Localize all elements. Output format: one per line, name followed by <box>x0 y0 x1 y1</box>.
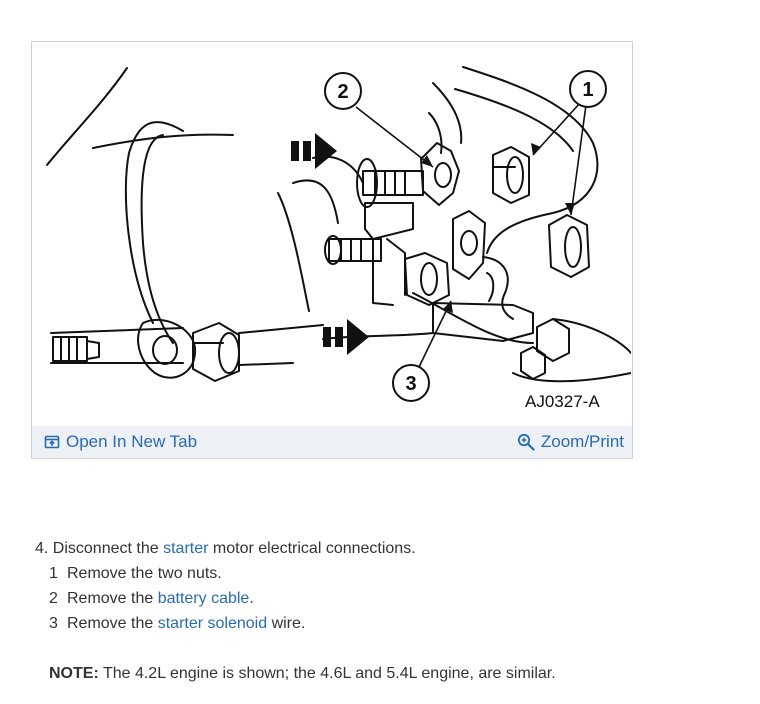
sub-step-text: Remove the <box>67 615 154 632</box>
sub-step-3: 3 Remove the starter solenoid wire. <box>49 611 735 636</box>
step-text-pre: Disconnect the <box>52 540 159 557</box>
sub-step-2: 2 Remove the battery cable. <box>49 586 735 611</box>
sub-step-text: Remove the <box>67 590 154 607</box>
instructions: 4. Disconnect the starter motor electric… <box>35 536 735 686</box>
step-4: 4. Disconnect the starter motor electric… <box>35 536 735 561</box>
callout-3-circle <box>392 364 430 402</box>
callout-2-circle <box>324 72 362 110</box>
zoom-magnifier-icon <box>517 433 535 451</box>
starter-diagram: 2 1 3 AJ0327-A <box>33 43 631 427</box>
note-label: NOTE: <box>49 665 99 682</box>
figure-toolbar: Open In New Tab Zoom/Print <box>32 426 632 458</box>
zoom-print-link[interactable]: Zoom/Print <box>517 432 624 452</box>
sub-step-text-post: wire. <box>271 615 306 632</box>
battery-cable-link[interactable]: battery cable <box>157 590 250 607</box>
note-text: The 4.2L engine is shown; the 4.6L and 5… <box>102 665 556 682</box>
sub-step-text-post: . <box>249 590 254 607</box>
figure-code: AJ0327-A <box>525 392 600 411</box>
starter-diagram-drawing: 2 1 3 AJ0327-A <box>46 66 631 411</box>
open-in-new-tab-link[interactable]: Open In New Tab <box>44 432 197 452</box>
sub-step-1: 1 Remove the two nuts. <box>49 561 735 586</box>
callout-3-label: 3 <box>405 373 416 395</box>
callout-1-label: 1 <box>582 79 593 101</box>
step-text-post: motor electrical connections. <box>212 540 416 557</box>
callout-1-circle <box>569 70 607 108</box>
open-in-new-tab-icon <box>44 434 60 450</box>
step-number: 4. <box>35 540 49 557</box>
open-in-new-tab-label: Open In New Tab <box>66 432 198 451</box>
starter-solenoid-link[interactable]: starter solenoid <box>157 615 268 632</box>
callout-2-label: 2 <box>337 81 348 103</box>
sub-step-text: Remove the two nuts. <box>67 565 222 582</box>
zoom-print-label: Zoom/Print <box>540 432 624 451</box>
sub-step-number: 2 <box>49 590 58 607</box>
starter-link[interactable]: starter <box>163 540 209 557</box>
note: NOTE: The 4.2L engine is shown; the 4.6L… <box>35 661 735 686</box>
sub-step-number: 1 <box>49 565 58 582</box>
sub-step-number: 3 <box>49 615 58 632</box>
figure-container: 2 1 3 AJ0327-A Open In New Tab <box>31 41 633 459</box>
